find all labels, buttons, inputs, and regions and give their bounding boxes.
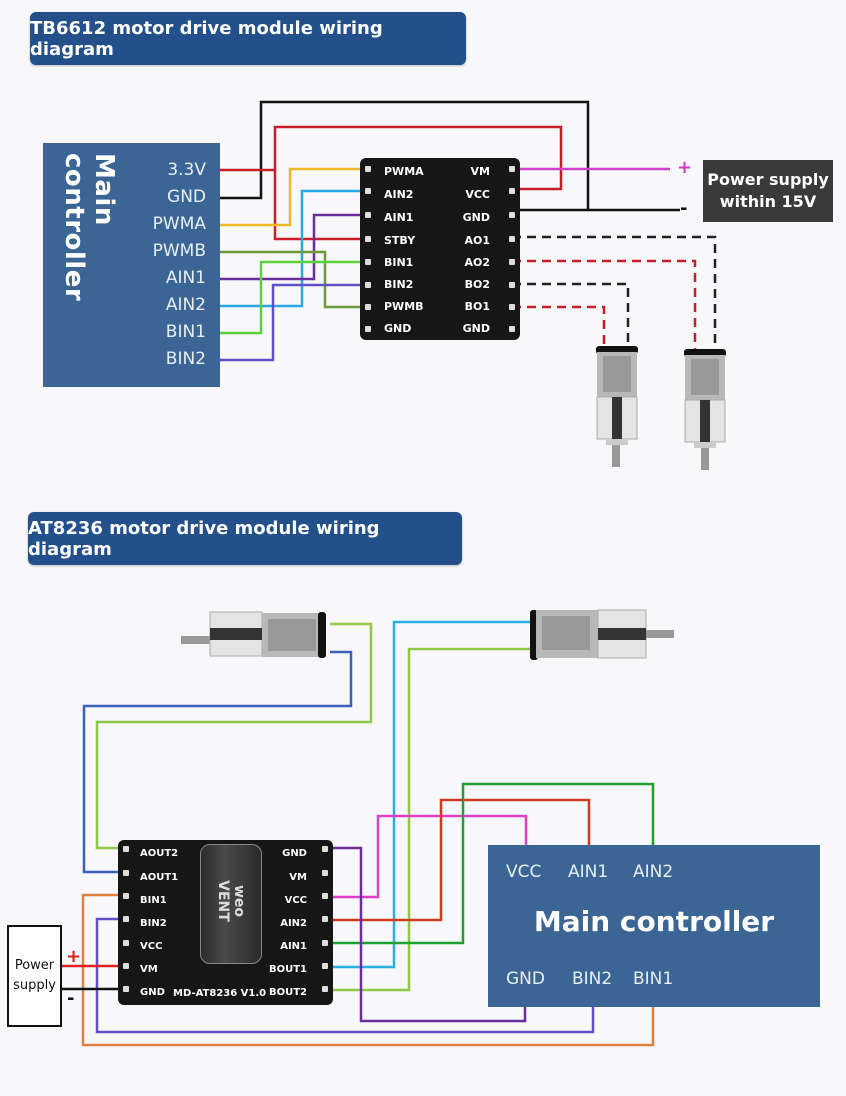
- wire-ain2: [220, 189, 368, 308]
- ctrl-pin-3v3: 3.3V: [167, 160, 206, 180]
- tb-pin-bo1: BO1: [464, 300, 490, 313]
- ctrl2-pin-ain2: AIN2: [633, 862, 674, 882]
- wire-ain2-at: [325, 798, 591, 922]
- tb-pin-ain2: AIN2: [384, 188, 414, 201]
- capacitor: weo VENT: [200, 844, 262, 964]
- wire-gnd-at: [325, 846, 527, 1023]
- wire-bin1: [220, 260, 368, 335]
- at-pin-bin1: BIN1: [140, 895, 167, 906]
- wire-bo2: [512, 282, 630, 346]
- power-supply-label: Power supply within 15V: [703, 160, 833, 222]
- ctrl-pin-bin1: BIN1: [165, 322, 206, 342]
- ctrl-pin-ain2: AIN2: [165, 295, 206, 315]
- motor-left: [181, 611, 326, 658]
- tb6612-diagram-title: TB6612 motor drive module wiring diagram: [30, 12, 466, 65]
- ctrl2-pin-ain1: AIN1: [568, 862, 609, 882]
- tb-pin-vcc: VCC: [465, 188, 490, 201]
- ctrl2-pin-gnd: GND: [506, 969, 545, 989]
- wire-3v3-vcc: [273, 125, 563, 191]
- at-pin-ain2: AIN2: [280, 918, 307, 929]
- wire-bin2-at: [95, 917, 595, 1034]
- psu1-minus-sign: -: [680, 198, 688, 219]
- tb-pin-gnd-left: GND: [384, 322, 412, 335]
- tb-pin-ain1: AIN1: [384, 211, 414, 224]
- tb-pin-vm: VM: [470, 165, 490, 178]
- at-pin-bout1: BOUT1: [268, 964, 307, 975]
- psu-line2: within 15V: [719, 192, 817, 211]
- tb6612-module: PWMA AIN2 AIN1 STBY BIN1 BIN2 PWMB GND V…: [360, 158, 520, 340]
- wire-ain1: [220, 213, 368, 281]
- wire-gnd: [220, 100, 680, 212]
- at-pin-gnd-right: GND: [282, 848, 307, 859]
- wire-bo1: [512, 305, 606, 346]
- ctrl-pin-pwmb: PWMB: [152, 241, 206, 261]
- controller-title: Main controller: [59, 153, 119, 302]
- psu2-line1: Power: [14, 958, 55, 973]
- tb-pin-pwmb: PWMB: [384, 300, 424, 313]
- at-pin-aout2: AOUT2: [140, 848, 179, 859]
- ctrl-pin-gnd: GND: [167, 187, 206, 207]
- power-supply-box: Power supply: [7, 925, 62, 1027]
- at-pin-bout2: BOUT2: [268, 987, 307, 998]
- at-pin-ain1: AIN1: [280, 941, 307, 952]
- motor-b: [684, 349, 726, 470]
- at-pin-bin2: BIN2: [140, 918, 167, 929]
- at-pin-gnd-left: GND: [140, 987, 165, 998]
- module-name: MD-AT8236 V1.0: [173, 988, 267, 999]
- motor-a: [596, 346, 638, 467]
- wire-pwmb: [220, 250, 368, 309]
- tb-pin-ao1: AO1: [464, 234, 490, 247]
- psu-line1: Power supply: [707, 170, 829, 189]
- wire-bout1: [325, 620, 535, 969]
- wire-aout2: [95, 622, 373, 850]
- at-pin-aout1: AOUT1: [140, 872, 179, 883]
- tb-pin-pwma: PWMA: [384, 165, 424, 178]
- tb-pin-gnd-right: GND: [462, 211, 490, 224]
- at-pin-vm-left: VM: [140, 964, 158, 975]
- tb-pin-bo2: BO2: [464, 278, 490, 291]
- motor-right: [530, 609, 674, 660]
- psu1-plus-sign: +: [677, 157, 693, 178]
- wire-ao2: [512, 259, 697, 350]
- tb-pin-gnd-right2: GND: [462, 322, 490, 335]
- tb-pin-stby: STBY: [384, 234, 416, 247]
- controller2-title: Main controller: [533, 905, 775, 938]
- psu2-plus-sign: +: [66, 946, 82, 967]
- ctrl-pin-pwma: PWMA: [152, 214, 206, 234]
- ctrl2-pin-bin2: BIN2: [572, 969, 613, 989]
- ctrl2-pin-bin1: BIN1: [633, 969, 674, 989]
- wire-pwma: [220, 167, 368, 227]
- ctrl2-pin-vcc: VCC: [506, 862, 542, 882]
- wire-ao1: [512, 235, 717, 350]
- wire-3v3: [220, 168, 368, 241]
- at8236-module: weo VENT AOUT2 AOUT1 BIN1 BIN2 VCC VM GN…: [118, 840, 333, 1005]
- capacitor-text: weo VENT: [215, 880, 247, 922]
- wire-bin1-at: [81, 893, 655, 1047]
- tb-pin-ao2: AO2: [464, 256, 490, 269]
- at-pin-vcc-right: VCC: [284, 895, 307, 906]
- psu2-minus-sign: -: [67, 988, 75, 1009]
- main-controller-1: Main controller 3.3V GND PWMA PWMB AIN1 …: [43, 143, 220, 387]
- wire-ain1-at: [325, 782, 655, 945]
- at8236-diagram-title: AT8236 motor drive module wiring diagram: [28, 512, 462, 565]
- wire-aout1: [82, 650, 353, 874]
- wire-bout2: [325, 647, 535, 992]
- ctrl-pin-bin2: BIN2: [165, 349, 206, 369]
- tb-pin-bin1: BIN1: [384, 256, 414, 269]
- at-pin-vcc-left: VCC: [140, 941, 163, 952]
- psu2-line2: supply: [13, 978, 56, 993]
- tb-pin-bin2: BIN2: [384, 278, 414, 291]
- wire-bin2: [220, 283, 368, 362]
- at-pin-vm-right: VM: [289, 872, 307, 883]
- ctrl-pin-ain1: AIN1: [165, 268, 206, 288]
- main-controller-2: VCC AIN1 AIN2 Main controller GND BIN2 B…: [488, 845, 820, 1007]
